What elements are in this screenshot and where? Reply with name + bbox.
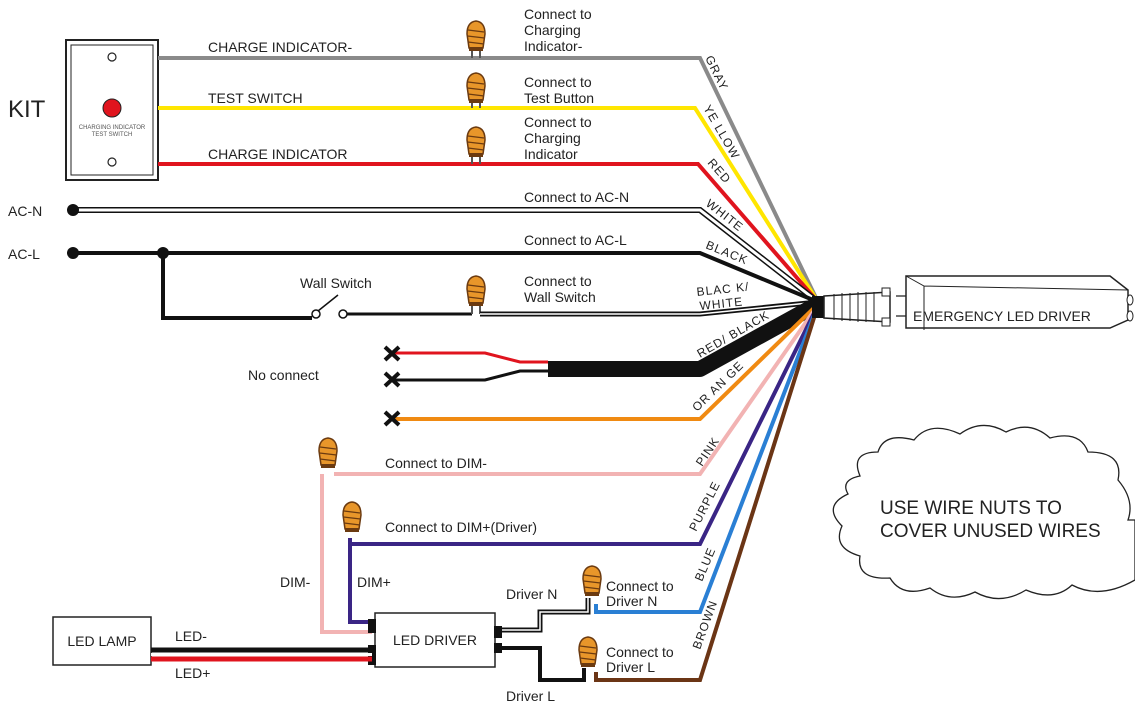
junction-dot [157, 247, 169, 259]
connect-charging-minus-line2: Charging [524, 22, 581, 38]
color-label-black-white-1: BLAC K/ [696, 280, 750, 299]
wire-yellow [158, 106, 820, 304]
wire-nut-icon [318, 437, 338, 469]
connect-driver-l-line1: Connect to [606, 644, 674, 660]
connect-driver-l-line2: Driver L [606, 659, 655, 675]
label-no-connect: No connect [248, 367, 319, 383]
label-ac-l: AC-L [8, 246, 40, 262]
connect-driver-n-line2: Driver N [606, 593, 657, 609]
led-lamp-label: LED LAMP [67, 633, 136, 649]
wire-white [73, 207, 820, 305]
wall-switch [311, 294, 472, 319]
connect-wall-line1: Connect to [524, 273, 592, 289]
wire-nut-icon [582, 565, 602, 597]
label-driver-n: Driver N [506, 586, 557, 602]
label-dim-plus: DIM+ [357, 574, 391, 590]
connect-charging-minus-line3: Indicator- [524, 38, 583, 54]
wire-brown [594, 304, 820, 682]
label-charge-indicator-minus: CHARGE INDICATOR- [208, 39, 352, 55]
connect-charging-line3: Indicator [524, 146, 578, 162]
led-driver-box: LED DRIVER [368, 612, 502, 668]
wire-black [73, 251, 819, 320]
wire-nut-icon [466, 72, 486, 104]
wire-nut-icon [578, 636, 598, 668]
color-label-black-white-2: WHITE [699, 294, 744, 312]
wire-red [158, 162, 820, 304]
terminal-ac-n [67, 204, 79, 216]
wire-nut-icon [342, 501, 362, 533]
wire-red-black-bundle [392, 296, 822, 382]
label-charge-indicator: CHARGE INDICATOR [208, 146, 348, 162]
wire-nut-icon [466, 126, 486, 158]
label-dim-minus: DIM- [280, 574, 311, 590]
label-led-plus: LED+ [175, 665, 210, 681]
wire-nut-icon [466, 20, 486, 52]
terminal-ac-l [67, 247, 79, 259]
connect-charging-line2: Charging [524, 130, 581, 146]
connect-charging-line1: Connect to [524, 114, 592, 130]
driver-l-wire [496, 646, 586, 682]
kit-plate: CHARGING INDICATOR TEST SWITCH [65, 39, 159, 181]
label-driver-l: Driver L [506, 688, 555, 704]
wire-gray [158, 56, 820, 303]
led-driver-label: LED DRIVER [393, 632, 477, 648]
connect-test-line1: Connect to [524, 74, 592, 90]
screw-hole-bottom [107, 157, 117, 167]
cloud-note-line1: USE WIRE NUTS TO [880, 498, 1062, 519]
connect-ac-n: Connect to AC-N [524, 189, 629, 205]
connect-charging-minus-line1: Connect to [524, 6, 592, 22]
label-wall-switch: Wall Switch [300, 275, 372, 291]
charging-indicator-led [102, 98, 122, 118]
emergency-led-driver-unit: EMERGENCY LED DRIVER [812, 275, 1134, 330]
driver-n-wire [496, 598, 591, 633]
wire-pink [320, 303, 820, 634]
wire-black-white [480, 299, 819, 317]
no-connect-x-icon [383, 345, 401, 427]
connect-wall-line2: Wall Switch [524, 289, 596, 305]
connect-dim-plus: Connect to DIM+(Driver) [385, 519, 537, 535]
kit-title: KIT [8, 96, 46, 123]
label-test-switch: TEST SWITCH [208, 90, 303, 106]
plate-label-charging: CHARGING INDICATOR [79, 125, 146, 131]
connect-driver-n-line1: Connect to [606, 578, 674, 594]
label-led-minus: LED- [175, 628, 207, 644]
label-ac-n: AC-N [8, 203, 42, 219]
wire-purple [348, 304, 820, 624]
connect-test-line2: Test Button [524, 90, 594, 106]
unit-label: EMERGENCY LED DRIVER [913, 308, 1091, 324]
cloud-note-line2: COVER UNUSED WIRES [880, 521, 1101, 542]
cloud-note: USE WIRE NUTS TO COVER UNUSED WIRES [832, 424, 1135, 600]
wire-nut-icon [466, 275, 486, 307]
wire-blue [594, 304, 820, 614]
connect-ac-l: Connect to AC-L [524, 232, 627, 248]
plate-label-test: TEST SWITCH [92, 132, 133, 138]
led-lamp-box: LED LAMP [52, 616, 152, 666]
screw-hole-top [107, 52, 117, 62]
connect-dim-minus: Connect to DIM- [385, 455, 487, 471]
wire-orange [392, 302, 820, 421]
